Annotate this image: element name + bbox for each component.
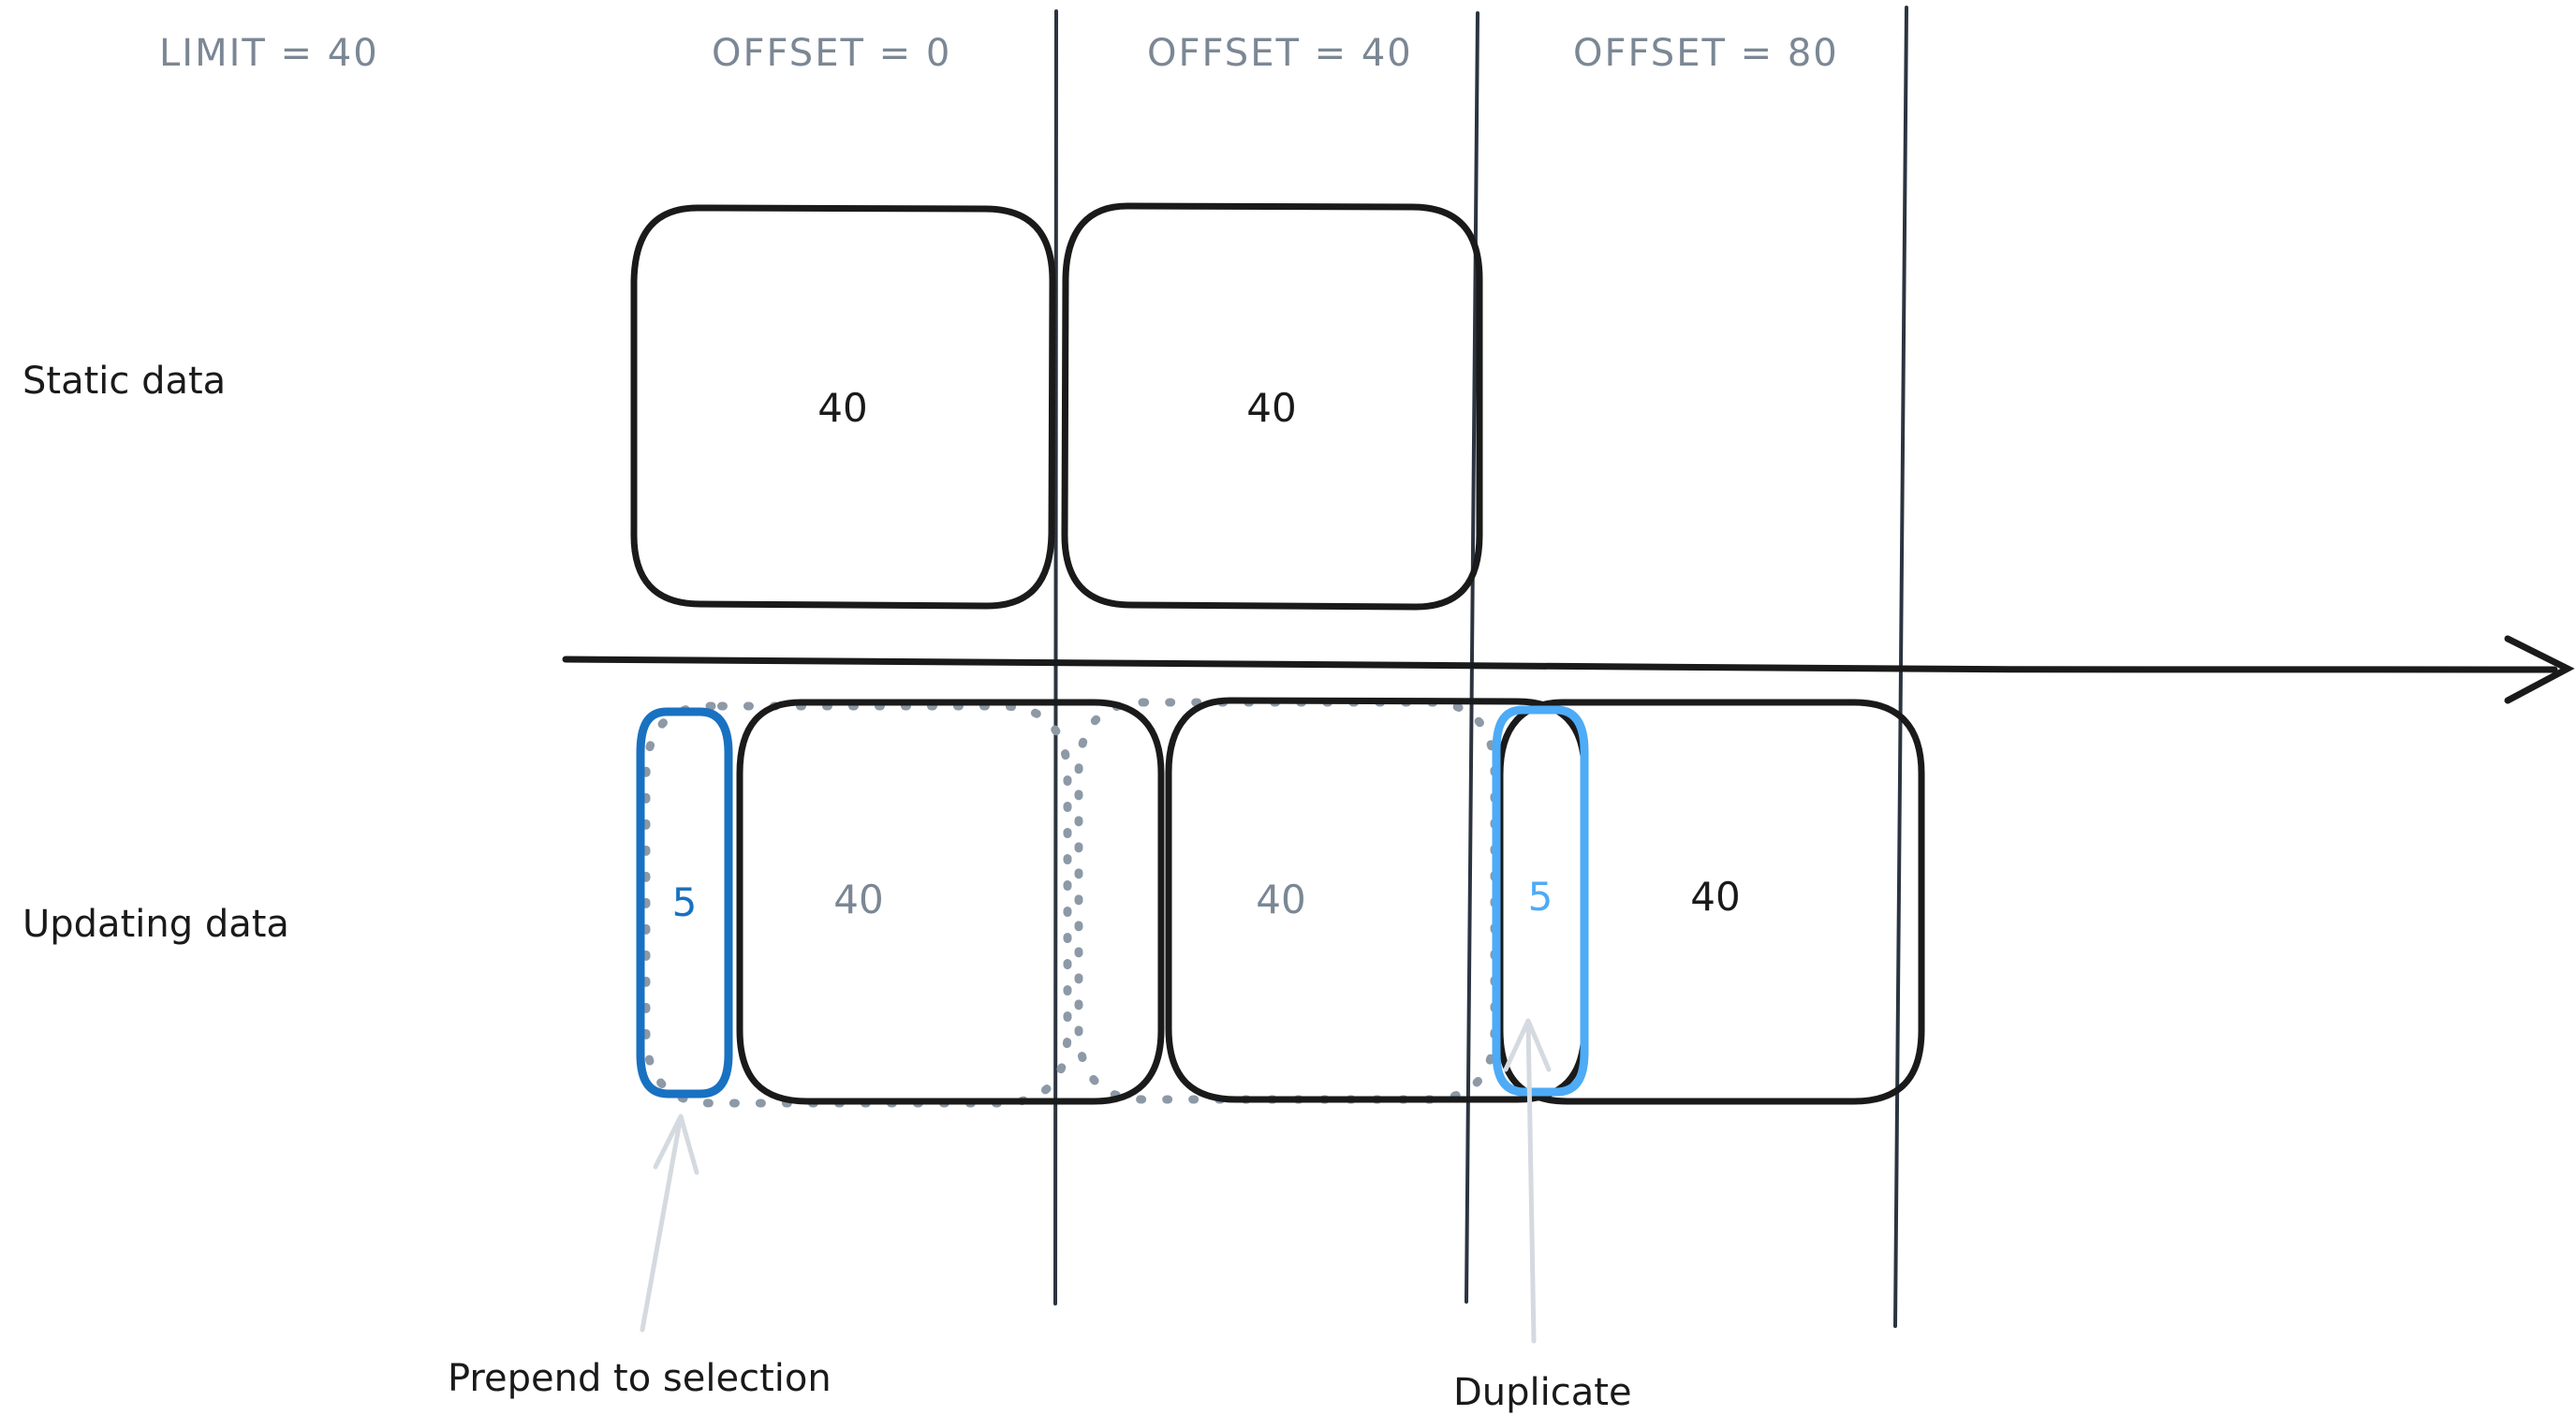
divider-line-offset-40 [1052, 9, 1058, 1305]
updating-inserted-boxes [636, 705, 1589, 1099]
header-label-offset-0: OFFSET = 0 [712, 32, 951, 75]
header-label-group: LIMIT = 40 OFFSET = 0 OFFSET = 40 OFFSET… [159, 32, 1839, 75]
box-value-group: 40 40 40 40 40 5 5 [672, 385, 1741, 925]
duplicate-arrow [1503, 1018, 1552, 1344]
updating-page-1-box[interactable] [736, 699, 1165, 1105]
static-row-boxes [630, 202, 1483, 611]
updating-page-2-box[interactable] [1165, 697, 1588, 1103]
updating-ghost-boxes [641, 698, 1499, 1108]
annotation-text-group: Prepend to selection Duplicate [448, 1357, 1632, 1414]
annotation-arrow-group [640, 1018, 1552, 1344]
prepend-arrow [640, 1114, 699, 1333]
annotation-duplicate-label: Duplicate [1453, 1371, 1632, 1414]
row-label-updating: Updating data [22, 903, 289, 946]
row-label-static: Static data [22, 360, 226, 403]
row-label-group: Static data Updating data [22, 360, 289, 946]
time-axis-arrowhead [2504, 635, 2575, 704]
inserted-rows-duplicate-value: 5 [1528, 874, 1553, 920]
inserted-rows-duplicate-box[interactable] [1492, 705, 1589, 1097]
header-label-offset-40: OFFSET = 40 [1147, 32, 1413, 75]
annotation-prepend-label: Prepend to selection [448, 1357, 832, 1400]
static-page-1-value: 40 [817, 385, 867, 431]
updating-page-2-value: 40 [1256, 877, 1305, 922]
updating-solid-boxes [736, 697, 1925, 1105]
updating-page-3-box[interactable] [1496, 699, 1925, 1105]
static-page-2-box[interactable] [1061, 202, 1483, 611]
header-label-offset-80: OFFSET = 80 [1573, 32, 1839, 75]
static-page-1-box[interactable] [630, 204, 1056, 610]
inserted-rows-prepend-box[interactable] [636, 707, 733, 1099]
updating-page-3-value: 40 [1690, 874, 1740, 920]
time-axis-group [562, 635, 2575, 704]
header-label-limit: LIMIT = 40 [159, 32, 379, 75]
updating-page-1-value: 40 [833, 877, 883, 922]
time-axis-line [562, 656, 2558, 673]
static-page-2-value: 40 [1246, 385, 1296, 431]
inserted-rows-prepend-value: 5 [672, 879, 698, 925]
divider-line-offset-80 [1465, 11, 1479, 1304]
